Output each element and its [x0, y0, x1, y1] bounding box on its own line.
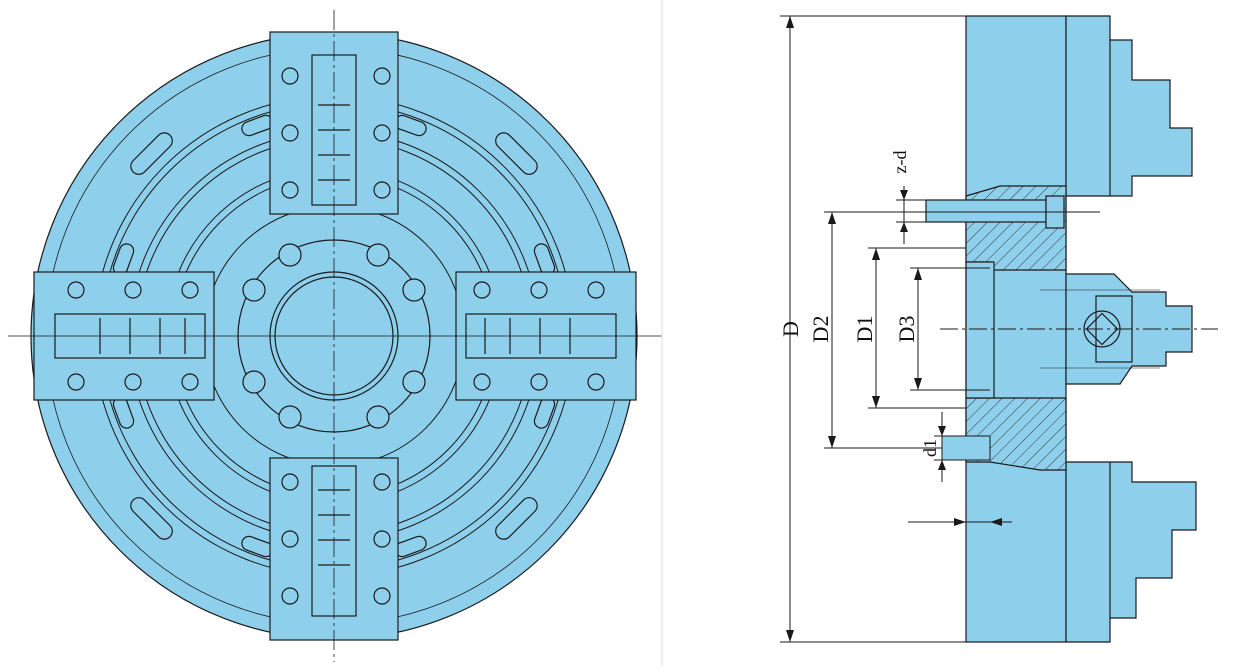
side-jaw-bottom: [1065, 461, 1197, 643]
arrowheads: [786, 16, 1002, 642]
side-jaw-top: [1065, 15, 1193, 197]
side-view: D D2 D1 D3 z-d d1: [778, 15, 1218, 643]
label-D: D: [778, 321, 803, 337]
label-D2: D2: [808, 316, 833, 343]
dimensions: [780, 15, 1218, 643]
z-d-bolt: [925, 199, 1047, 223]
side-bore: [965, 261, 995, 399]
hatched-section-lower: [965, 397, 1067, 471]
diagonal-slots: [112, 114, 556, 558]
label-z-d: z-d: [890, 151, 910, 174]
front-view: [8, 10, 662, 662]
bolt-holes: [67, 67, 605, 605]
front-center-lines: [8, 10, 662, 662]
label-D3: D3: [894, 316, 919, 343]
label-D1: D1: [852, 316, 877, 343]
label-d1: d1: [920, 439, 940, 457]
